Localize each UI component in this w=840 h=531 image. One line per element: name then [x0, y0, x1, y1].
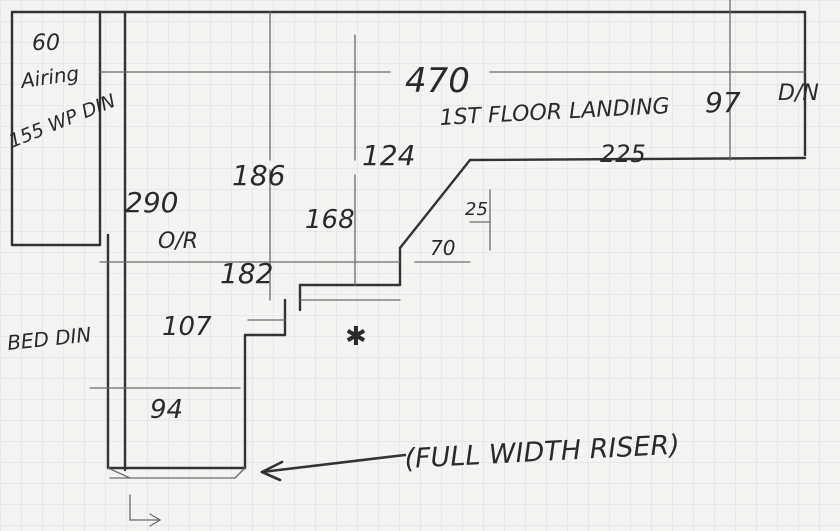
riser-arrow: [260, 453, 407, 482]
label-290: 290: [125, 186, 178, 219]
label-107: 107: [162, 312, 212, 342]
label-25: 25: [465, 199, 488, 220]
label-182: 182: [220, 257, 273, 290]
label-470: 470: [405, 61, 470, 101]
dimension-lines: [89, 0, 806, 527]
label-225: 225: [600, 140, 646, 168]
label-168: 168: [305, 205, 355, 235]
label-94: 94: [150, 395, 183, 425]
label-186: 186: [232, 159, 285, 192]
label-60: 60: [32, 31, 60, 56]
label-dn-right: D/N: [778, 81, 819, 106]
label-or: O/R: [158, 229, 198, 254]
asterisk-mark: ✱: [345, 322, 367, 352]
label-124: 124: [362, 139, 415, 172]
label-70: 70: [430, 236, 455, 260]
label-97: 97: [705, 86, 741, 119]
walls: [10, 10, 807, 472]
